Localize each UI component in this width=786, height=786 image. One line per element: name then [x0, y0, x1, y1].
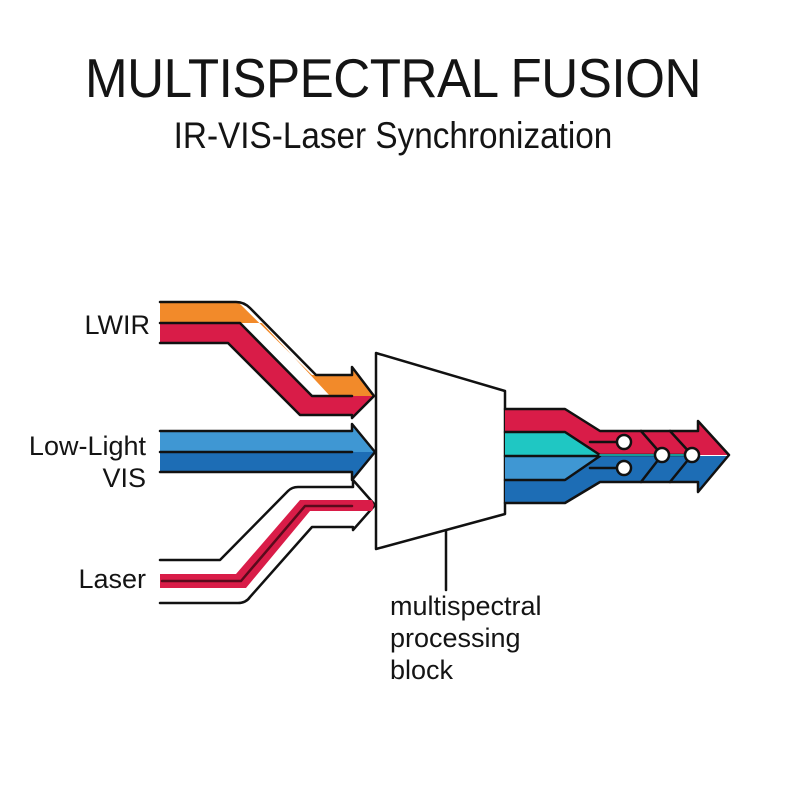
input-label-low-light-vis: Low-Light VIS — [29, 430, 146, 494]
junction-node — [683, 446, 701, 464]
processing-block-label: multispectral processing block — [390, 590, 542, 686]
laser-band-crimson — [160, 500, 374, 588]
output-band-blue — [505, 456, 728, 503]
input-label-laser: Laser — [78, 564, 146, 594]
block-label-line3: block — [390, 655, 454, 685]
diagram-subtitle: IR-VIS-Laser Synchronization — [173, 115, 613, 156]
block-label-line2: processing — [390, 623, 521, 653]
lwir-arrow — [158, 300, 376, 420]
lwir-band-orange — [160, 302, 373, 396]
input-label-lwir: LWIR — [84, 310, 151, 340]
processing-block — [374, 351, 507, 551]
laser-core-line — [160, 504, 354, 583]
output-bundle — [503, 407, 731, 505]
output-band-light-blue — [505, 456, 600, 480]
vis-arrow — [158, 422, 377, 482]
laser-arrow — [158, 478, 377, 605]
lwir-outline — [158, 300, 376, 420]
output-outline — [503, 407, 731, 505]
output-dividers — [503, 430, 700, 482]
junction-node — [653, 446, 671, 464]
lwir-divider — [158, 321, 354, 398]
junction-node — [615, 459, 633, 477]
input-label-vis-line1: Low-Light — [28, 431, 146, 461]
block-label-line1: multispectral — [390, 591, 542, 621]
junction-node — [615, 433, 633, 451]
input-label-vis-line2: VIS — [102, 463, 146, 493]
junction-traces — [588, 429, 694, 484]
vis-band-blue — [160, 452, 375, 480]
vis-band-light-blue — [160, 424, 375, 452]
output-band-cyan — [505, 432, 600, 456]
diagram-title: MULTISPECTRAL FUSION — [85, 47, 701, 109]
lwir-band-crimson — [160, 323, 373, 418]
